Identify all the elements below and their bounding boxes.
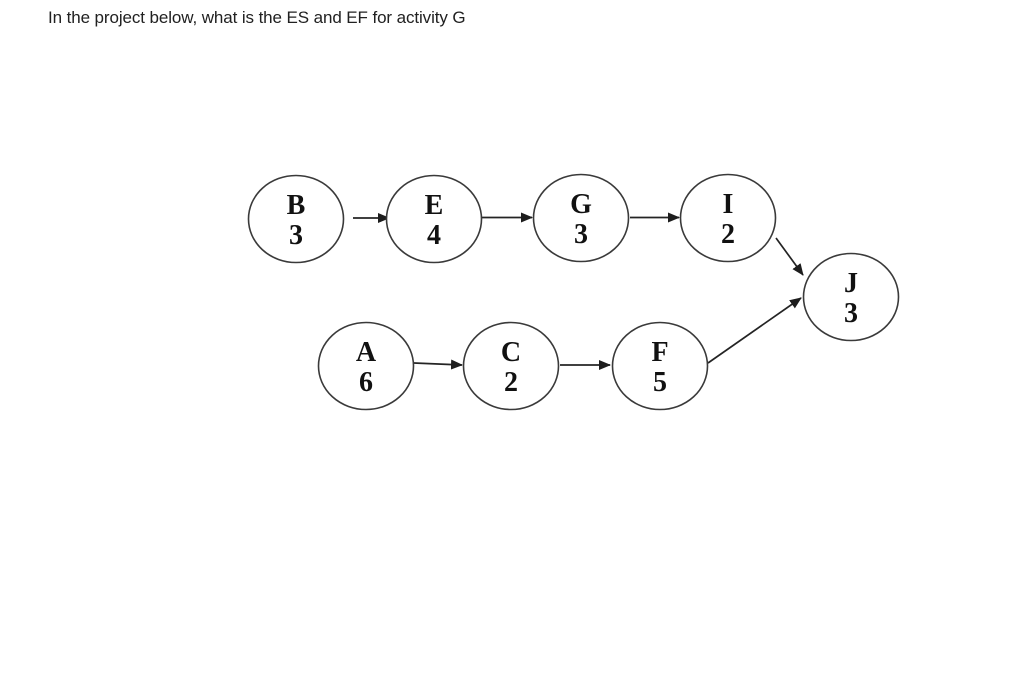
- activity-node-E: E4: [385, 174, 483, 264]
- activity-label: I: [723, 189, 734, 220]
- activity-duration: 3: [574, 219, 588, 250]
- activity-node-circle-A: [317, 321, 415, 411]
- edge-A-C-arrow: [413, 359, 463, 370]
- activity-duration: 3: [844, 298, 858, 329]
- activity-node-circle-G: [532, 173, 630, 263]
- activity-label: G: [570, 189, 592, 220]
- activity-duration: 6: [359, 367, 373, 398]
- edges-layer: [353, 212, 804, 370]
- activity-duration: 3: [289, 220, 303, 251]
- activity-label: F: [651, 337, 668, 368]
- activity-node-F: F5: [611, 321, 709, 411]
- activity-node-C: C2: [462, 321, 560, 411]
- activity-node-G: G3: [532, 173, 630, 263]
- activity-node-circle-I: [679, 173, 777, 263]
- activity-label: A: [356, 337, 377, 368]
- activity-node-circle-C: [462, 321, 560, 411]
- activity-label: C: [501, 337, 521, 368]
- edge-F-J-arrow: [707, 297, 802, 364]
- activity-duration: 4: [427, 220, 441, 251]
- activity-label: E: [425, 190, 444, 221]
- activity-label: J: [844, 268, 858, 299]
- activity-label: B: [287, 190, 306, 221]
- activity-duration: 2: [721, 219, 735, 250]
- activity-node-I: I2: [679, 173, 777, 263]
- activity-node-circle-B: [247, 174, 345, 264]
- activity-node-circle-J: [802, 252, 900, 342]
- edge-I-J-arrow: [775, 237, 804, 276]
- activity-node-J: J3: [802, 252, 900, 342]
- question-text: In the project below, what is the ES and…: [48, 8, 466, 27]
- activity-node-circle-F: [611, 321, 709, 411]
- activity-duration: 5: [653, 367, 667, 398]
- activity-node-B: B3: [247, 174, 345, 264]
- activity-duration: 2: [504, 367, 518, 398]
- activity-node-circle-E: [385, 174, 483, 264]
- activity-node-A: A6: [317, 321, 415, 411]
